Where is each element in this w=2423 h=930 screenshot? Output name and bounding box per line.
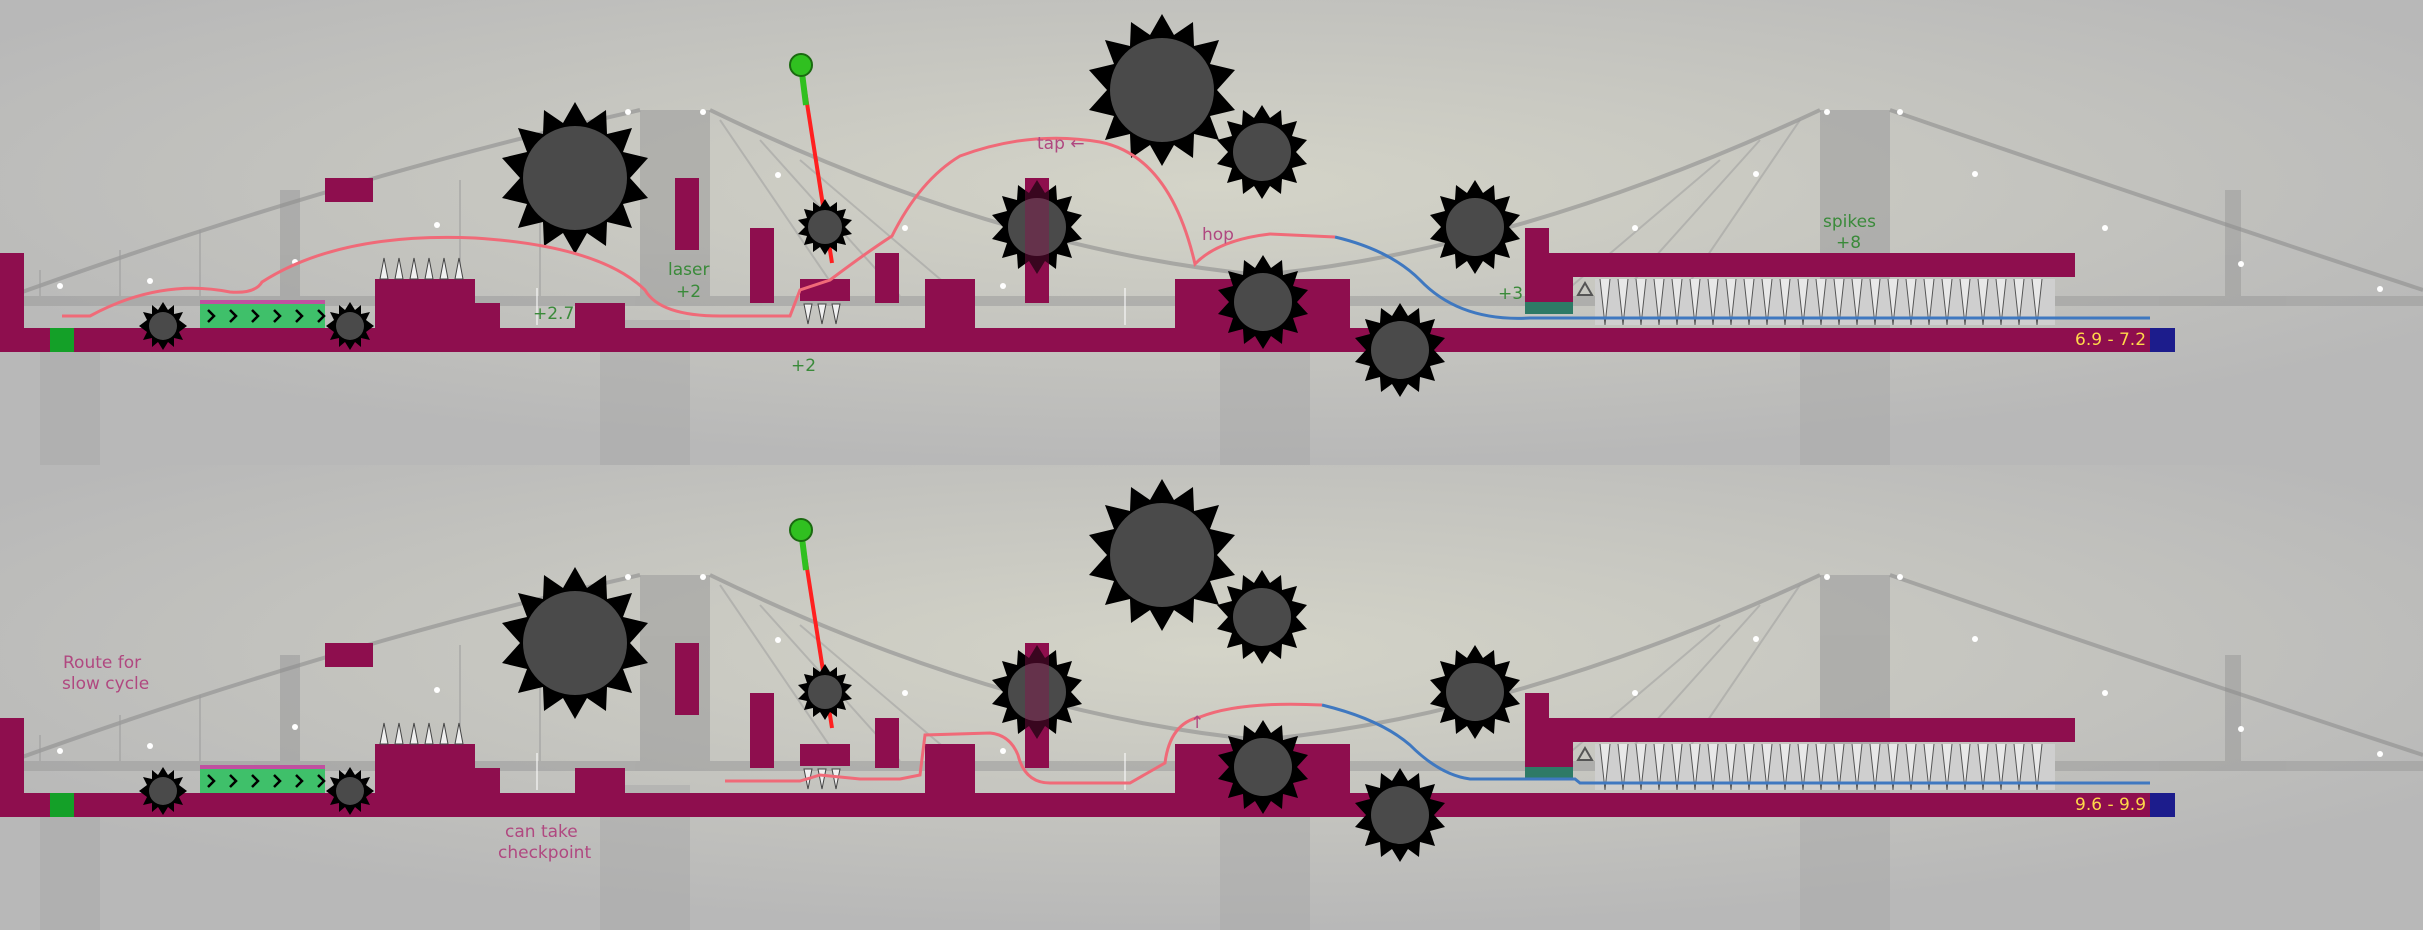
route-note-line-2: slow cycle [62,674,149,694]
time-range-label: 9.6 - 9.9 [2075,795,2146,815]
time-range-label: 6.9 - 7.2 [2075,330,2146,350]
checkpoint-note-line-2: checkpoint [498,843,591,863]
route-path-red [725,702,1323,785]
spikes-label: spikes [1823,212,1876,232]
under-laser-bonus-label: +2 [791,356,816,376]
hop-label: hop [1202,225,1234,245]
route-path-blue [1334,235,2150,320]
spikes-bonus-label: +8 [1836,233,1861,253]
panel-top: +2.7 laser +2 +2 tap ← hop +3 spikes +8 … [0,0,2423,467]
laser-label: laser [668,260,709,280]
laser-bonus-label: +2 [676,282,701,302]
route-path-blue [1321,703,2150,785]
tap-label: tap ← [1037,134,1085,154]
route-note-line-1: Route for [63,653,141,673]
up-arrow-label: ↑ [1190,713,1204,733]
checkpoint-note-line-1: can take [505,822,578,842]
route-path-red [62,136,1336,318]
bonus-label-3: +3 [1498,284,1523,304]
bonus-label-2-7: +2.7 [533,304,574,324]
panel-bottom: Route for slow cycle can take checkpoint… [0,463,2423,930]
